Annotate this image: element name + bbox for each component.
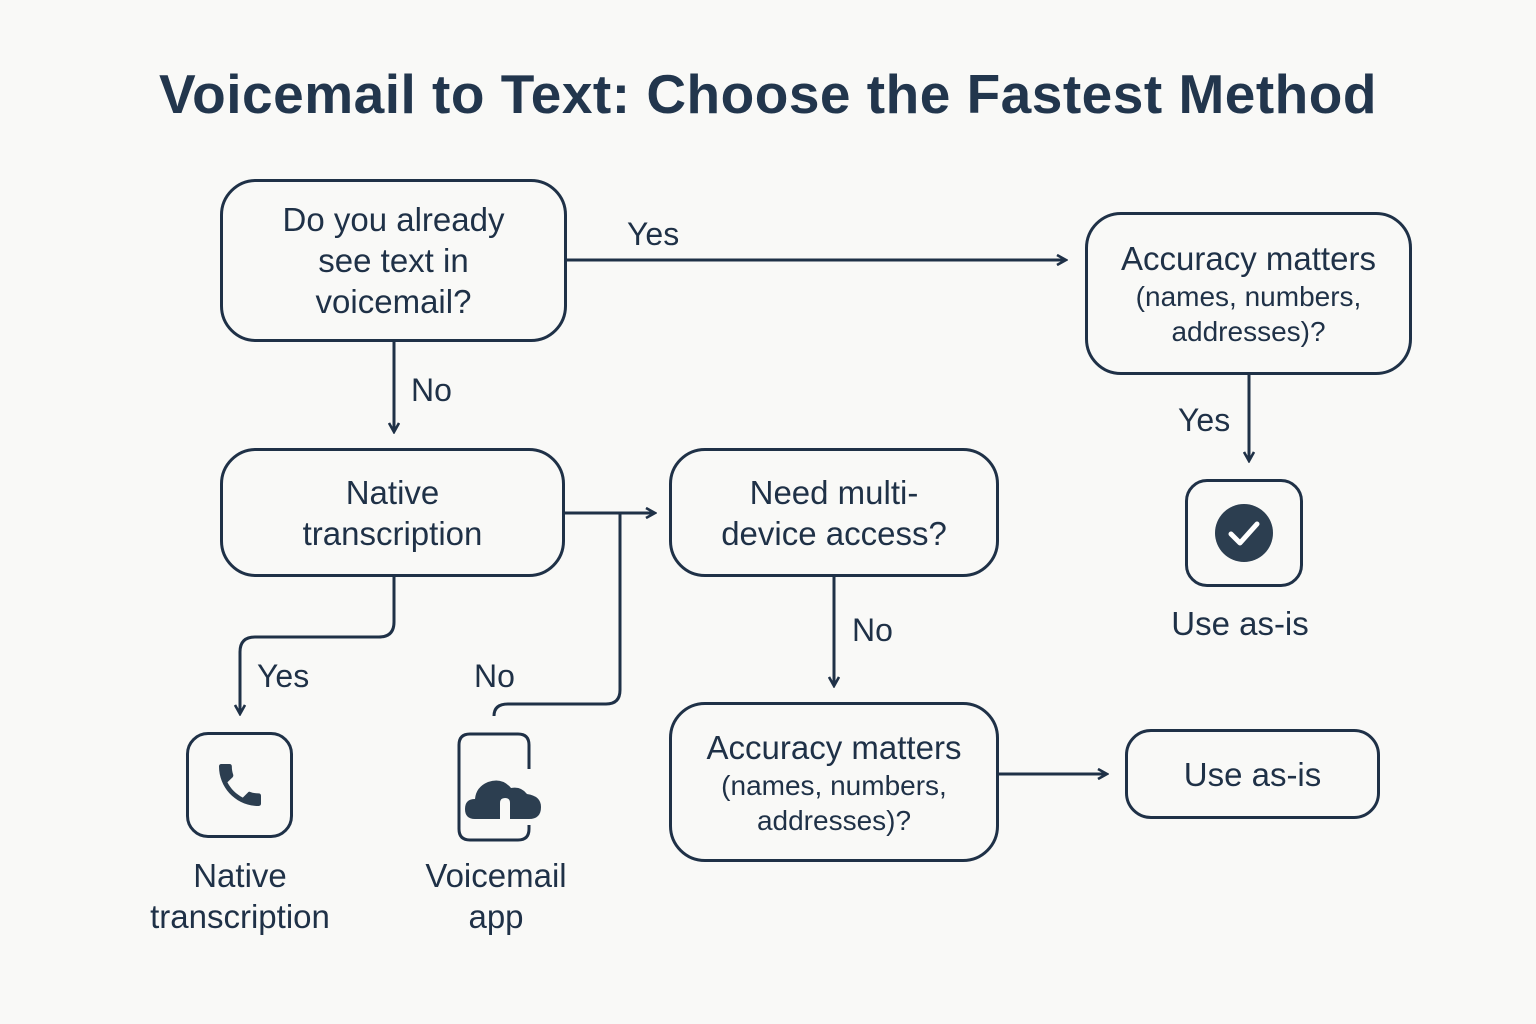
caption-line: app	[468, 898, 524, 935]
page-title: Voicemail to Text: Choose the Fastest Me…	[159, 63, 1377, 125]
outcome-use-as-is-box: Use as-is	[1125, 729, 1380, 819]
node-text-line: (names, numbers,	[1135, 281, 1362, 312]
caption-line: Native	[193, 857, 287, 894]
node-text-line: addresses)?	[1171, 316, 1326, 347]
node-text-line: see text in	[318, 242, 469, 279]
outcome-native-transcription-tile	[186, 732, 293, 838]
decision-already-see-text: Do you already see text in voicemail?	[220, 179, 567, 342]
cloud-upload-phone-icon	[457, 732, 541, 842]
node-text-line: device access?	[721, 514, 947, 552]
edge-label-yes: Yes	[1178, 402, 1231, 438]
outcome-caption: Native transcription	[120, 855, 360, 937]
check-circle-icon	[1215, 504, 1273, 562]
edge-label-no: No	[474, 658, 515, 694]
node-text-line: transcription	[302, 514, 483, 552]
outcome-caption: Voicemail app	[396, 855, 596, 937]
node-text-line: Do you already	[282, 201, 505, 238]
decision-accuracy-bottom: Accuracy matters (names, numbers, addres…	[669, 702, 999, 862]
edge-label-no: No	[411, 372, 452, 408]
node-text-line: Accuracy matters	[1121, 240, 1376, 277]
node-text-line: Use as-is	[1183, 755, 1322, 793]
node-text-line: Need multi-	[749, 473, 919, 511]
node-native-transcription: Native transcription	[220, 448, 565, 577]
caption-line: transcription	[150, 898, 330, 935]
outcome-voicemail-app-tile	[455, 731, 545, 845]
edge-label-yes: Yes	[627, 216, 680, 252]
node-text-line: Accuracy matters	[706, 728, 962, 766]
node-text-line: voicemail?	[315, 283, 472, 320]
caption-line: Voicemail	[425, 857, 567, 894]
edge-native-no	[492, 513, 622, 717]
node-text-line: Native	[345, 473, 440, 511]
node-text-line: addresses)?	[756, 804, 912, 836]
phone-icon	[218, 764, 261, 806]
edge-native-yes	[240, 576, 396, 714]
decision-multi-device: Need multi- device access?	[669, 448, 999, 577]
outcome-use-as-is-tile	[1185, 479, 1303, 587]
decision-accuracy-top: Accuracy matters (names, numbers, addres…	[1085, 212, 1412, 375]
edge-label-yes: Yes	[257, 658, 310, 694]
edge-label-no: No	[852, 612, 893, 648]
node-text-line: (names, numbers,	[721, 769, 947, 801]
outcome-caption: Use as-is	[1171, 605, 1309, 642]
